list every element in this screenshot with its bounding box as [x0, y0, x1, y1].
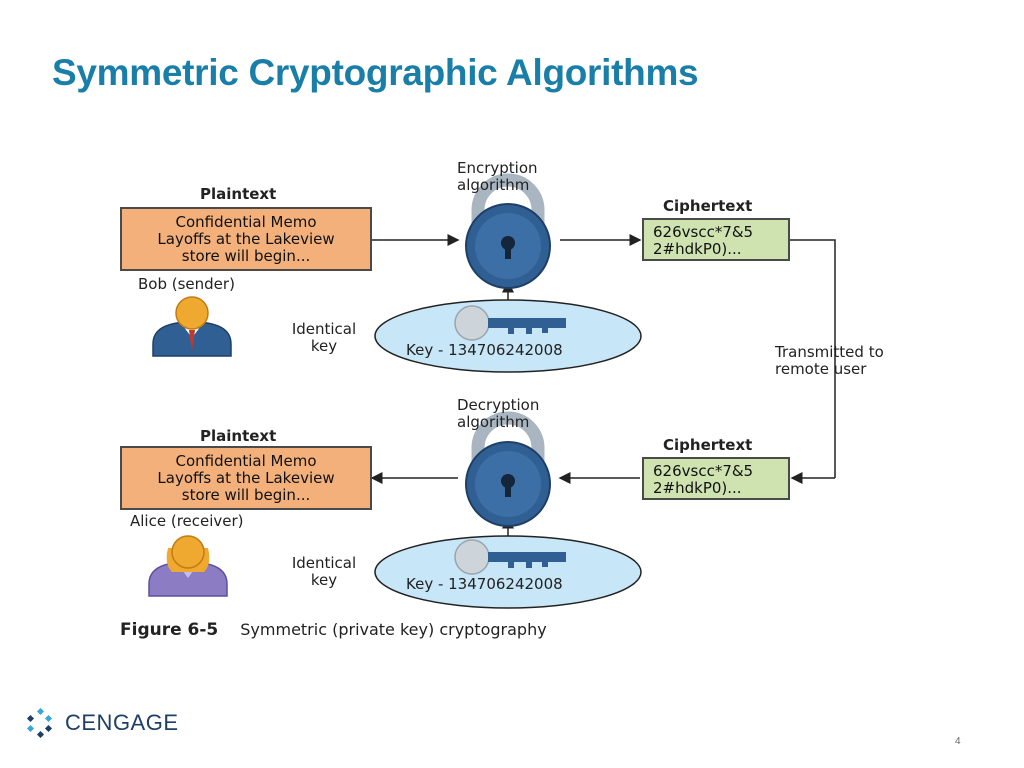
- page-title: Symmetric Cryptographic Algorithms: [52, 52, 699, 93]
- ciphertext-box: 626vscc*7&5 2#hdkP0)...: [642, 457, 790, 500]
- identical-key-label: key: [310, 337, 338, 355]
- transmitted-label: Transmitted to: [775, 343, 884, 361]
- key-ellipse: [374, 535, 642, 609]
- key-ellipse: [374, 299, 642, 373]
- identical-key-label: Identical: [291, 554, 357, 572]
- plaintext-line: store will begin...: [181, 247, 311, 265]
- key-value: Key - 134706242008: [406, 341, 563, 359]
- plaintext-line: Layoffs at the Lakeview: [157, 469, 335, 487]
- person-icon: [152, 296, 232, 357]
- key-icon: [454, 539, 566, 575]
- plaintext-label: Plaintext: [200, 185, 277, 203]
- plaintext-line: store will begin...: [181, 486, 311, 504]
- cengage-logo-text: CENGAGE: [65, 710, 179, 735]
- identical-key-label: key: [310, 571, 338, 589]
- encryption-label: Encryption: [457, 159, 538, 177]
- encryption-label: algorithm: [457, 176, 530, 194]
- figure-caption-text: Symmetric (private key) cryptography: [240, 620, 547, 639]
- cengage-logo-icon: [26, 708, 53, 738]
- ciphertext-line: 2#hdkP0)...: [653, 479, 742, 497]
- sender-label: Bob (sender): [138, 275, 235, 293]
- figure-caption: Figure 6-5 Symmetric (private key) crypto…: [120, 620, 547, 640]
- ciphertext-line: 626vscc*7&5: [653, 223, 754, 241]
- padlock-icon: [465, 173, 551, 289]
- receiver-label: Alice (receiver): [130, 512, 244, 530]
- plaintext-label: Plaintext: [200, 427, 277, 445]
- ciphertext-line: 626vscc*7&5: [653, 462, 754, 480]
- page-number: 4: [955, 736, 961, 747]
- ciphertext-label: Ciphertext: [663, 436, 753, 454]
- key-icon: [454, 305, 566, 341]
- ciphertext-label: Ciphertext: [663, 197, 753, 215]
- plaintext-line: Layoffs at the Lakeview: [157, 230, 335, 248]
- figure-number: Figure 6-5: [120, 620, 219, 640]
- person-icon: [148, 535, 228, 597]
- plaintext-line: Confidential Memo: [175, 213, 317, 231]
- decryption-label: Decryption: [457, 396, 540, 414]
- transmitted-label: remote user: [775, 360, 867, 378]
- transmission-line: [790, 239, 836, 478]
- plaintext-box: Confidential Memo Layoffs at the Lakevie…: [120, 446, 372, 510]
- padlock-icon: [465, 411, 551, 527]
- plaintext-box: Confidential Memo Layoffs at the Lakevie…: [120, 207, 372, 271]
- plaintext-line: Confidential Memo: [175, 452, 317, 470]
- identical-key-label: Identical: [291, 320, 357, 338]
- cengage-logo: CENGAGE: [25, 708, 179, 738]
- decryption-label: algorithm: [457, 413, 530, 431]
- ciphertext-line: 2#hdkP0)...: [653, 240, 742, 258]
- ciphertext-box: 626vscc*7&5 2#hdkP0)...: [642, 218, 790, 261]
- key-value: Key - 134706242008: [406, 575, 563, 593]
